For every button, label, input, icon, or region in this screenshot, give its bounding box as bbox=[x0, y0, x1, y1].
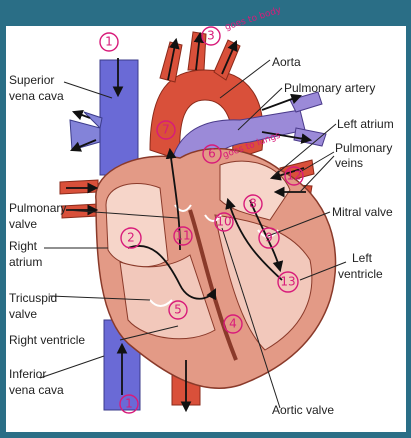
label-tricuspid-valve-2: valve bbox=[9, 307, 37, 321]
label-mitral-valve: Mitral valve bbox=[332, 205, 393, 219]
svg-text:7: 7 bbox=[162, 123, 170, 137]
svg-text:6: 6 bbox=[208, 147, 216, 161]
structure-labels: Superior vena cava Aorta Pulmonary arter… bbox=[9, 55, 394, 417]
goes-to-body-note: goes to body bbox=[224, 5, 283, 33]
leader-lines bbox=[39, 59, 347, 409]
right-ventricle-chamber bbox=[119, 254, 216, 340]
label-tricuspid-valve-1: Tricuspid bbox=[9, 291, 57, 305]
label-left-ventricle-2: ventricle bbox=[338, 267, 383, 281]
label-aorta: Aorta bbox=[272, 55, 301, 69]
svg-text:13: 13 bbox=[280, 275, 295, 289]
svg-text:3: 3 bbox=[207, 29, 215, 43]
superior-vena-cava bbox=[99, 59, 139, 176]
svg-text:11: 11 bbox=[175, 229, 190, 243]
label-pulmonary-valve-1: Pulmonary bbox=[9, 201, 66, 215]
svg-text:5: 5 bbox=[174, 303, 182, 317]
left-pulmonary-branches bbox=[289, 91, 327, 147]
label-pulmonary-valve-2: valve bbox=[9, 217, 37, 231]
svg-text:1: 1 bbox=[105, 35, 113, 49]
label-superior-vena-cava-1: Superior bbox=[9, 73, 54, 87]
right-atrium-chamber bbox=[105, 183, 169, 268]
handwritten-step-markers bbox=[99, 26, 304, 414]
blood-flow-arrows bbox=[66, 31, 313, 413]
label-right-ventricle: Right ventricle bbox=[9, 333, 85, 347]
label-pulmonary-artery: Pulmonary artery bbox=[284, 81, 375, 95]
svg-text:8: 8 bbox=[249, 197, 257, 211]
label-pulmonary-veins-2: veins bbox=[335, 156, 363, 170]
svg-text:2: 2 bbox=[127, 231, 135, 245]
svg-text:10: 10 bbox=[216, 215, 231, 229]
label-superior-vena-cava-2: vena cava bbox=[9, 89, 64, 103]
label-inferior-vena-cava-1: Inferior bbox=[9, 367, 46, 381]
svg-text:9: 9 bbox=[265, 231, 273, 245]
label-left-ventricle-1: Left bbox=[352, 251, 373, 265]
label-right-atrium-1: Right bbox=[9, 239, 38, 253]
svg-text:1: 1 bbox=[125, 397, 133, 411]
svg-text:4: 4 bbox=[229, 317, 237, 331]
aortic-branches bbox=[159, 31, 241, 83]
valve-leaflets bbox=[149, 204, 279, 307]
label-left-atrium: Left atrium bbox=[337, 117, 394, 131]
svg-text:12: 12 bbox=[286, 169, 301, 183]
label-aortic-valve: Aortic valve bbox=[272, 403, 334, 417]
label-pulmonary-veins-1: Pulmonary bbox=[335, 141, 392, 155]
label-inferior-vena-cava-2: vena cava bbox=[9, 383, 64, 397]
label-right-atrium-2: atrium bbox=[9, 255, 42, 269]
septum bbox=[188, 209, 238, 361]
handwritten-step-numbers: 1 1 2 3 4 5 6 7 8 9 10 11 12 13 bbox=[105, 29, 301, 411]
